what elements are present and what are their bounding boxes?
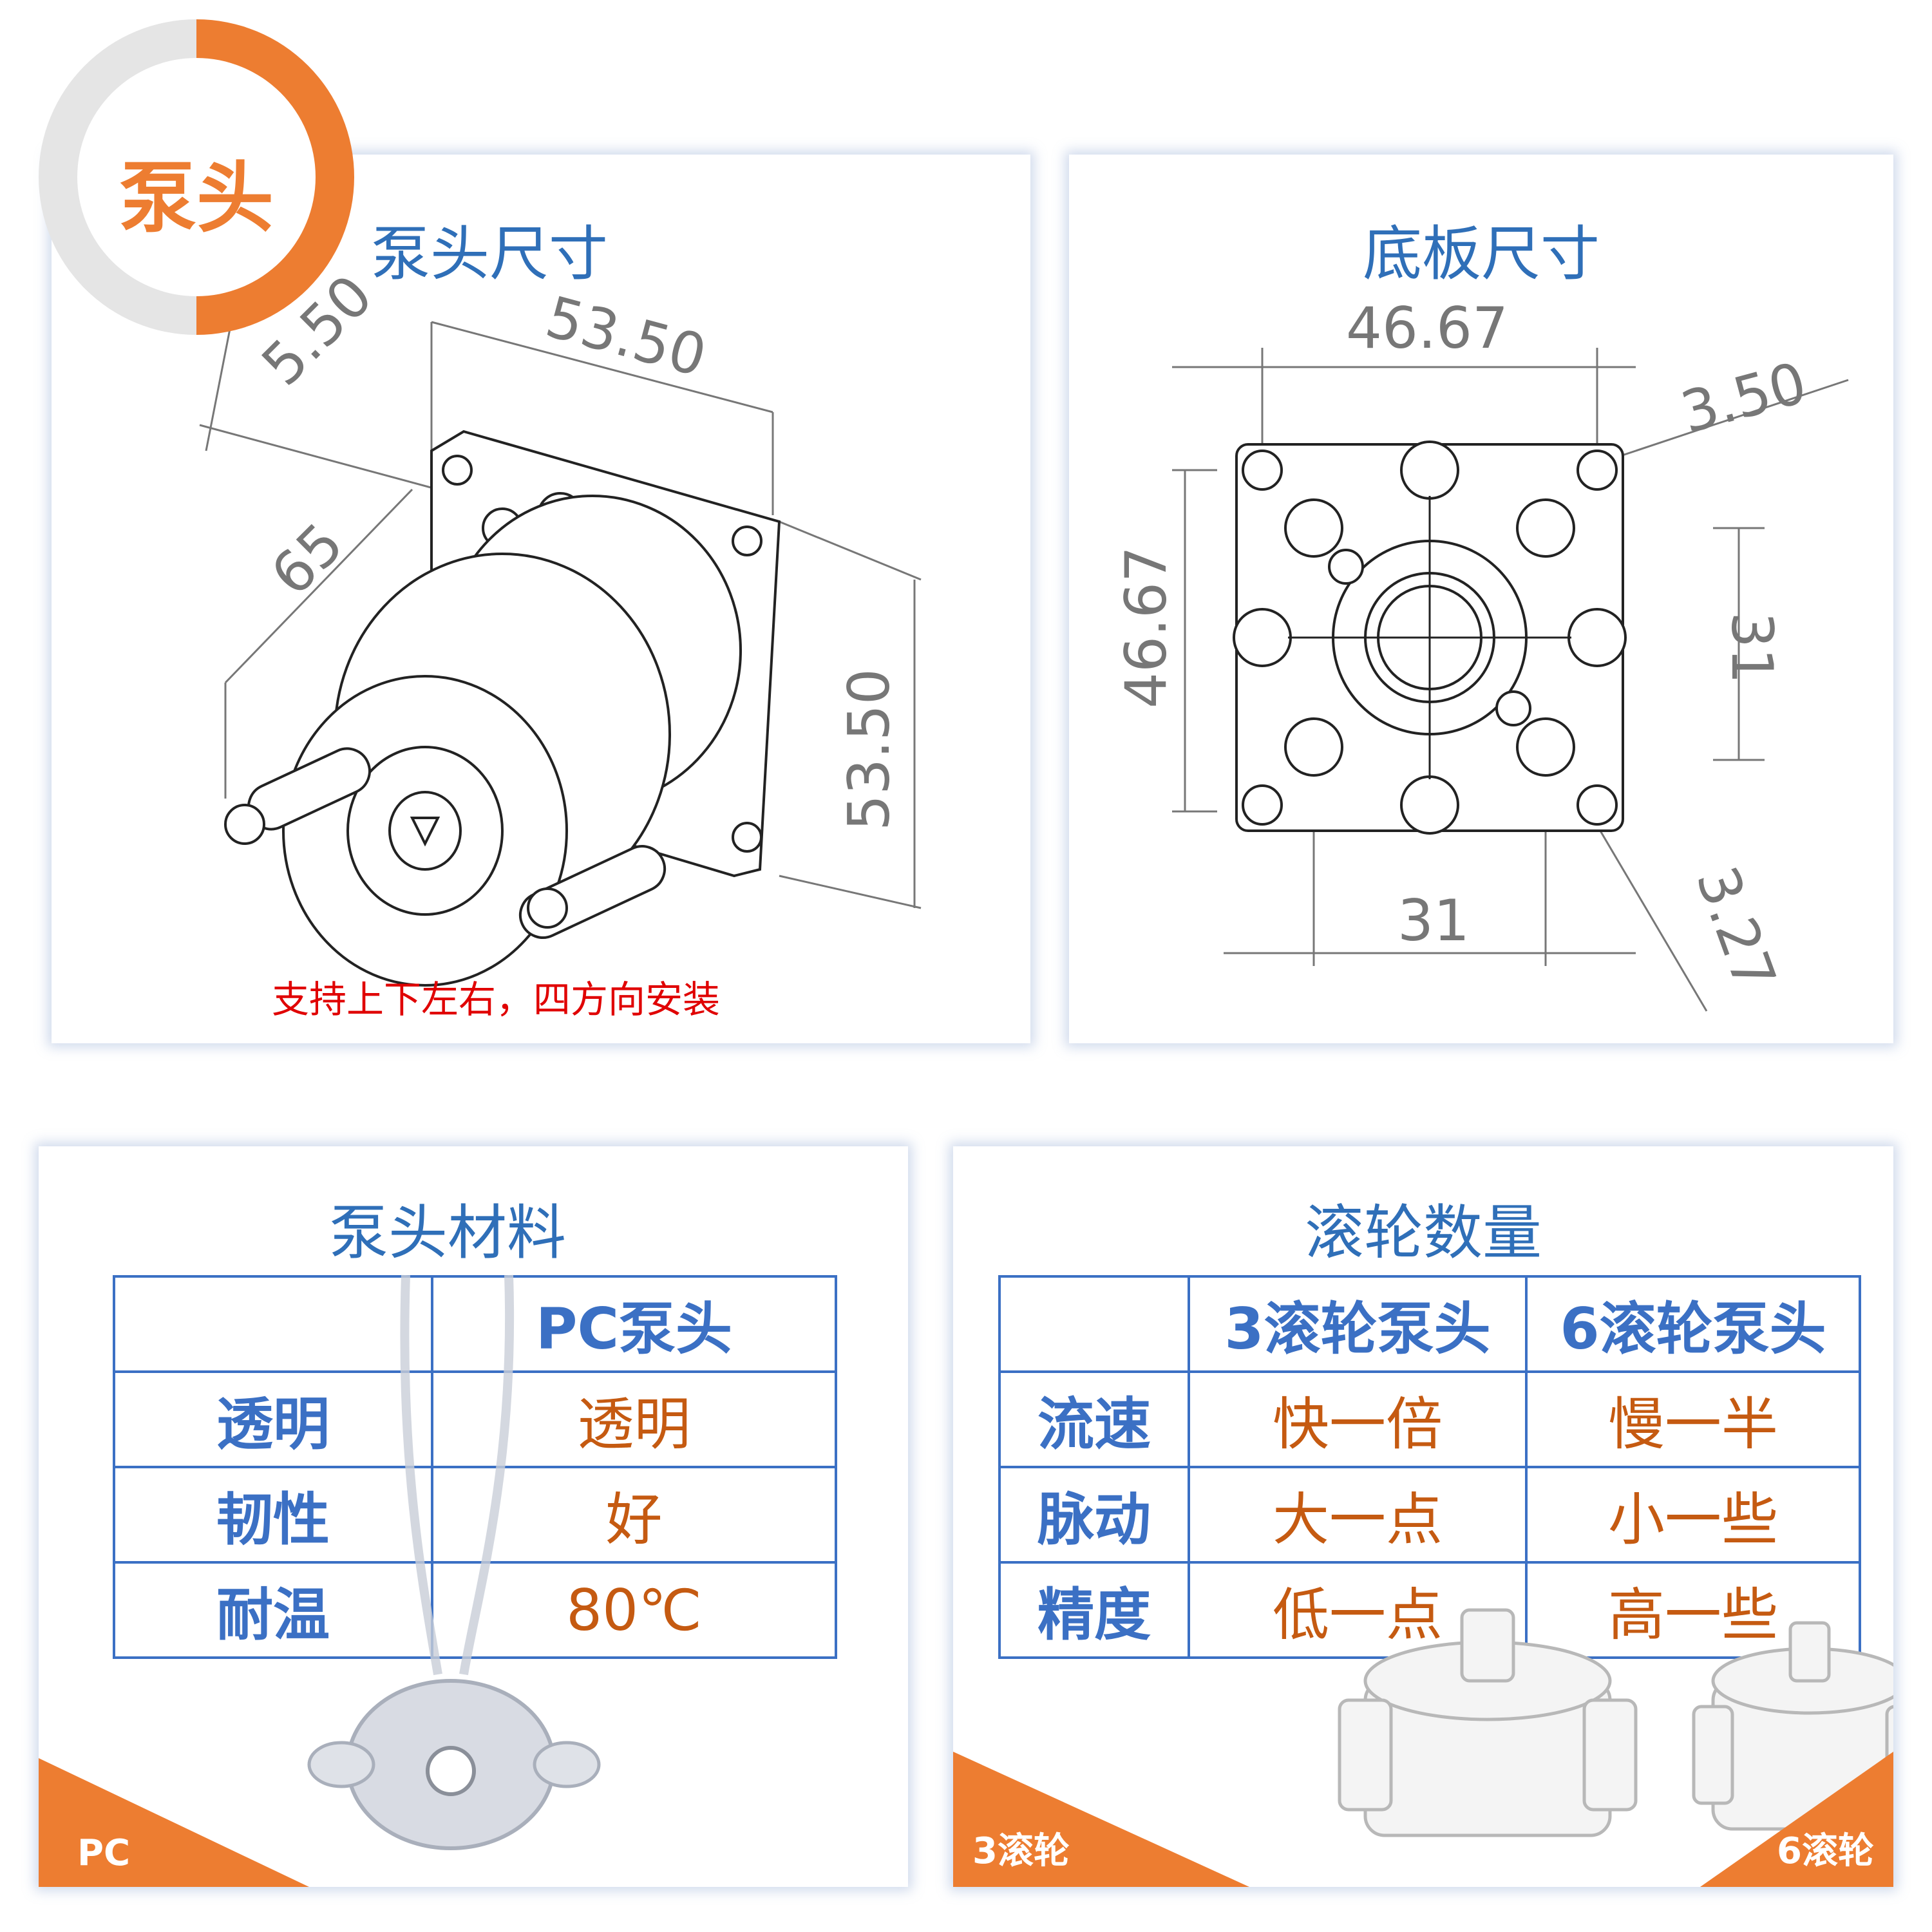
dim-height-label: 53.50: [836, 668, 902, 831]
row-value-6: 慢一半: [1525, 1370, 1861, 1468]
dim-spacing-h-label: 31: [1397, 887, 1470, 954]
corner-accent-right: [1700, 1752, 1893, 1887]
dim-width-label: 46.67: [1346, 295, 1508, 361]
table-row: 精度 低一点 高一些: [998, 1561, 1861, 1659]
base-dimensions-title: 底板尺寸: [1362, 220, 1600, 289]
row-value: 80℃: [431, 1561, 837, 1659]
header-6-roller: 6滚轮泵头: [1525, 1275, 1861, 1373]
table-row: 脉动 大一点 小一些: [998, 1466, 1861, 1564]
6-roller-corner-label: 6滚轮: [1777, 1830, 1874, 1872]
table-row: 耐温 80℃: [113, 1561, 837, 1659]
rollers-table: 3滚轮泵头 6滚轮泵头 流速 快一倍 慢一半 脉动 大一点 小一些 精度 低一点…: [998, 1275, 1861, 1659]
corner-accent-left: [953, 1752, 1249, 1887]
row-label: 透明: [113, 1370, 433, 1468]
dim-spacing-v-label: 31: [1719, 612, 1785, 684]
dim-height-label: 46.67: [1113, 546, 1179, 708]
row-value-3: 低一点: [1188, 1561, 1528, 1659]
rollers-panel: 滚轮数量 3滚轮泵头 6滚轮泵头 流速 快一倍 慢一半 脉动 大一点 小一些 精…: [953, 1146, 1893, 1887]
rollers-title: 滚轮数量: [1304, 1198, 1542, 1267]
row-label: 韧性: [113, 1466, 433, 1564]
pump-head-drawing: 53.50 5.50 65 53.50: [199, 155, 922, 987]
section-badge: 泵头: [39, 19, 354, 335]
corner-accent: [39, 1758, 309, 1887]
row-value-3: 大一点: [1188, 1466, 1528, 1564]
row-label: 精度: [998, 1561, 1190, 1659]
row-label: 流速: [998, 1370, 1190, 1468]
row-label: 脉动: [998, 1466, 1190, 1564]
install-note: 支持上下左右，四方向安装: [271, 978, 720, 1021]
dim-depth-label: 65: [258, 510, 356, 608]
pump-dimensions-panel: 泵头尺寸: [52, 155, 1030, 1043]
pc-corner-label: PC: [77, 1832, 131, 1874]
base-dimensions-panel: 底板尺寸: [1069, 155, 1893, 1043]
header-empty: [998, 1275, 1190, 1373]
header-pc: PC泵头: [431, 1275, 837, 1373]
row-value-3: 快一倍: [1188, 1370, 1528, 1468]
table-header-row: PC泵头: [113, 1275, 837, 1373]
row-value-6: 高一些: [1525, 1561, 1861, 1659]
table-header-row: 3滚轮泵头 6滚轮泵头: [998, 1275, 1861, 1373]
base-plate-drawing: 46.67 46.67 3.50 31 31 3.27: [1113, 295, 1849, 1012]
table-row: 流速 快一倍 慢一半: [998, 1370, 1861, 1468]
3-roller-corner-label: 3滚轮: [972, 1830, 1070, 1872]
material-title: 泵头材料: [328, 1198, 566, 1267]
row-value-6: 小一些: [1525, 1466, 1861, 1564]
section-badge-label: 泵头: [119, 154, 274, 243]
row-label: 耐温: [113, 1561, 433, 1659]
pump-dimensions-title: 泵头尺寸: [370, 220, 608, 289]
3-roller-image: [1338, 1608, 1638, 1837]
header-3-roller: 3滚轮泵头: [1188, 1275, 1528, 1373]
dim-hole-small-label: 3.27: [1683, 858, 1789, 999]
header-empty: [113, 1275, 433, 1373]
material-panel: 泵头材料 PC泵头 透明 透明 韧性 好 耐温 80℃ PC: [39, 1146, 908, 1887]
pc-pump-image: [307, 1274, 601, 1850]
dim-hole-large-label: 3.50: [1674, 349, 1814, 446]
